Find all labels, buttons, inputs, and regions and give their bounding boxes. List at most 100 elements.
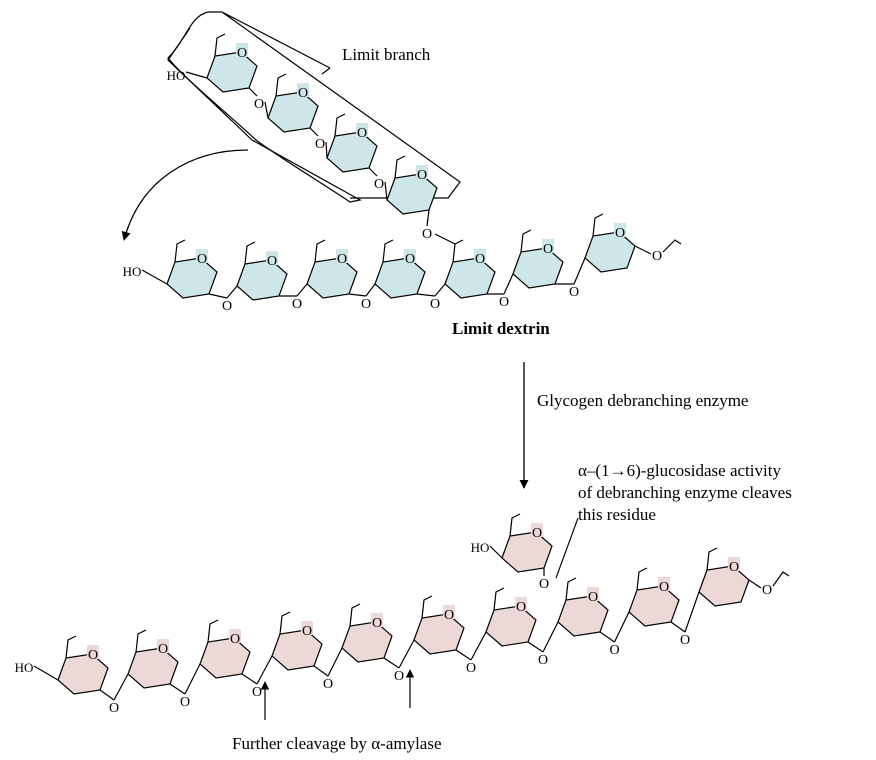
dextrin-link-oxygen-5: O <box>569 285 579 300</box>
chain-end-bond <box>748 579 762 589</box>
chain-ch2oh-8 <box>636 567 648 591</box>
chain-link-oxygen-7: O <box>609 643 619 658</box>
dextrin-ring-oxygen-4: O <box>475 252 485 267</box>
dextrin-ring-5 <box>512 247 564 289</box>
branch-link-1 <box>309 127 319 137</box>
limit-branch-bracket <box>167 11 461 203</box>
chain-ring-oxygen-5: O <box>444 608 454 623</box>
chain-ring-o-bg-3 <box>301 621 313 635</box>
chain-link-b-6 <box>542 621 559 653</box>
chain-link-3 <box>313 665 329 677</box>
branch-ch2oh-3 <box>394 155 406 179</box>
chain-link-1 <box>169 683 186 695</box>
branch-ch2oh-1 <box>275 73 287 97</box>
chain-ring-oxygen-9: O <box>729 560 739 575</box>
chain-link-b-1 <box>184 663 201 695</box>
chain-ring-6 <box>485 605 537 647</box>
dextrin-link-b-1 <box>296 283 308 297</box>
released-ring-oxygen-0: O <box>532 526 542 541</box>
chain-ring-oxygen-6: O <box>516 600 526 615</box>
dextrin-ch2oh-1 <box>244 241 256 265</box>
chain-ring-oxygen-1: O <box>158 642 168 657</box>
dextrin-end-oxygen: O <box>652 249 662 264</box>
chain-link-oxygen-8: O <box>680 633 690 648</box>
dextrin-link-3 <box>416 293 436 297</box>
chain-link-b-7 <box>613 611 630 643</box>
chain-ch2oh-7 <box>565 577 577 601</box>
branch-ring-o-bg-0 <box>236 43 248 57</box>
dextrin-ring-oxygen-2: O <box>337 252 347 267</box>
dextrin-link-oxygen-2: O <box>361 297 371 312</box>
amylase-label: Further cleavage by α-amylase <box>232 734 442 753</box>
dextrin-ring-oxygen-1: O <box>267 254 277 269</box>
branch-ring-2 <box>326 131 378 173</box>
dextrin-ring-oxygen-3: O <box>405 252 415 267</box>
branch-ring-3 <box>386 173 438 215</box>
chain-ring-1 <box>127 647 179 689</box>
chain-ring-oxygen-2: O <box>230 632 240 647</box>
dextrin-ch2oh-0 <box>174 239 186 263</box>
chain-ring-oxygen-4: O <box>372 616 382 631</box>
dextrin-ring-6 <box>584 231 636 273</box>
dextrin-ch2oh-3 <box>382 239 394 263</box>
branch-link-0 <box>248 87 258 97</box>
chain-ring-oxygen-3: O <box>302 624 312 639</box>
dextrin-link-b-5 <box>573 257 586 285</box>
chain-end-methyl <box>772 571 790 587</box>
chain-link-b-8 <box>684 591 700 633</box>
chain-link-oxygen-5: O <box>466 661 476 676</box>
chain-ring-5 <box>413 613 465 655</box>
chain-ch2oh-5 <box>421 595 433 619</box>
chain-link-b-3 <box>327 647 343 677</box>
chain-ch2oh-9 <box>706 547 718 571</box>
released-ring-0 <box>501 531 553 573</box>
chain-link-0 <box>99 689 115 701</box>
chain-ch2oh-3 <box>279 611 291 635</box>
chain-ring-o-bg-0 <box>87 645 99 659</box>
branch-link-b-1 <box>325 141 328 159</box>
chain-ring-4 <box>341 621 393 663</box>
chain-ring-oxygen-8: O <box>659 580 669 595</box>
chain-ho-bond <box>33 665 59 681</box>
chain-ring-o-bg-6 <box>515 597 527 611</box>
dextrin-link-b-3 <box>434 283 446 297</box>
branch-ring-1 <box>267 91 319 133</box>
chain-ring-o-bg-8 <box>658 577 670 591</box>
branch-16-oxygen: O <box>422 227 432 242</box>
branch-ho-bond <box>185 71 208 79</box>
dextrin-ring-0 <box>166 257 218 299</box>
cleavage-note-line-1: α–(1→6)-glucosidase activity <box>578 461 781 480</box>
limit-dextrin-label: Limit dextrin <box>452 319 550 338</box>
branch-16-bond <box>426 209 430 227</box>
branch-ring-o-bg-1 <box>297 83 309 97</box>
dextrin-ch2oh-2 <box>314 239 326 263</box>
chain-ring-o-bg-5 <box>443 605 455 619</box>
cleavage-note-line-2: of debranching enzyme cleaves <box>578 483 792 502</box>
chain-ring-o-bg-7 <box>587 587 599 601</box>
dextrin-ring-4 <box>444 257 496 299</box>
dextrin-ring-o-bg-0 <box>196 249 208 263</box>
dextrin-ring-oxygen-6: O <box>615 226 625 241</box>
dextrin-ring-o-bg-4 <box>474 249 486 263</box>
branch-link-oxygen-2: O <box>374 177 384 192</box>
dextrin-ring-1 <box>236 259 288 301</box>
branch-ring-oxygen-1: O <box>298 86 308 101</box>
chain-ch2oh-0 <box>65 635 77 659</box>
released-ring-o-bg-0 <box>531 523 543 537</box>
chain-ring-0 <box>57 653 109 695</box>
chain-link-oxygen-6: O <box>538 653 548 668</box>
transfer-curved-arrow <box>121 149 249 241</box>
branch-ring-o-bg-2 <box>356 123 368 137</box>
dextrin-end-methyl <box>662 239 682 253</box>
chain-hydroxyl: HO <box>15 660 34 675</box>
chain-link-oxygen-2: O <box>252 685 262 700</box>
branch-16-bond-b <box>434 233 456 245</box>
dextrin-link-b-4 <box>503 273 514 295</box>
branch-ring-oxygen-0: O <box>237 46 247 61</box>
dextrin-end-bond <box>634 245 652 255</box>
released-ho-bond <box>489 545 503 559</box>
dextrin-hydroxyl: HO <box>123 264 142 279</box>
chain-link-b-0 <box>113 673 129 701</box>
